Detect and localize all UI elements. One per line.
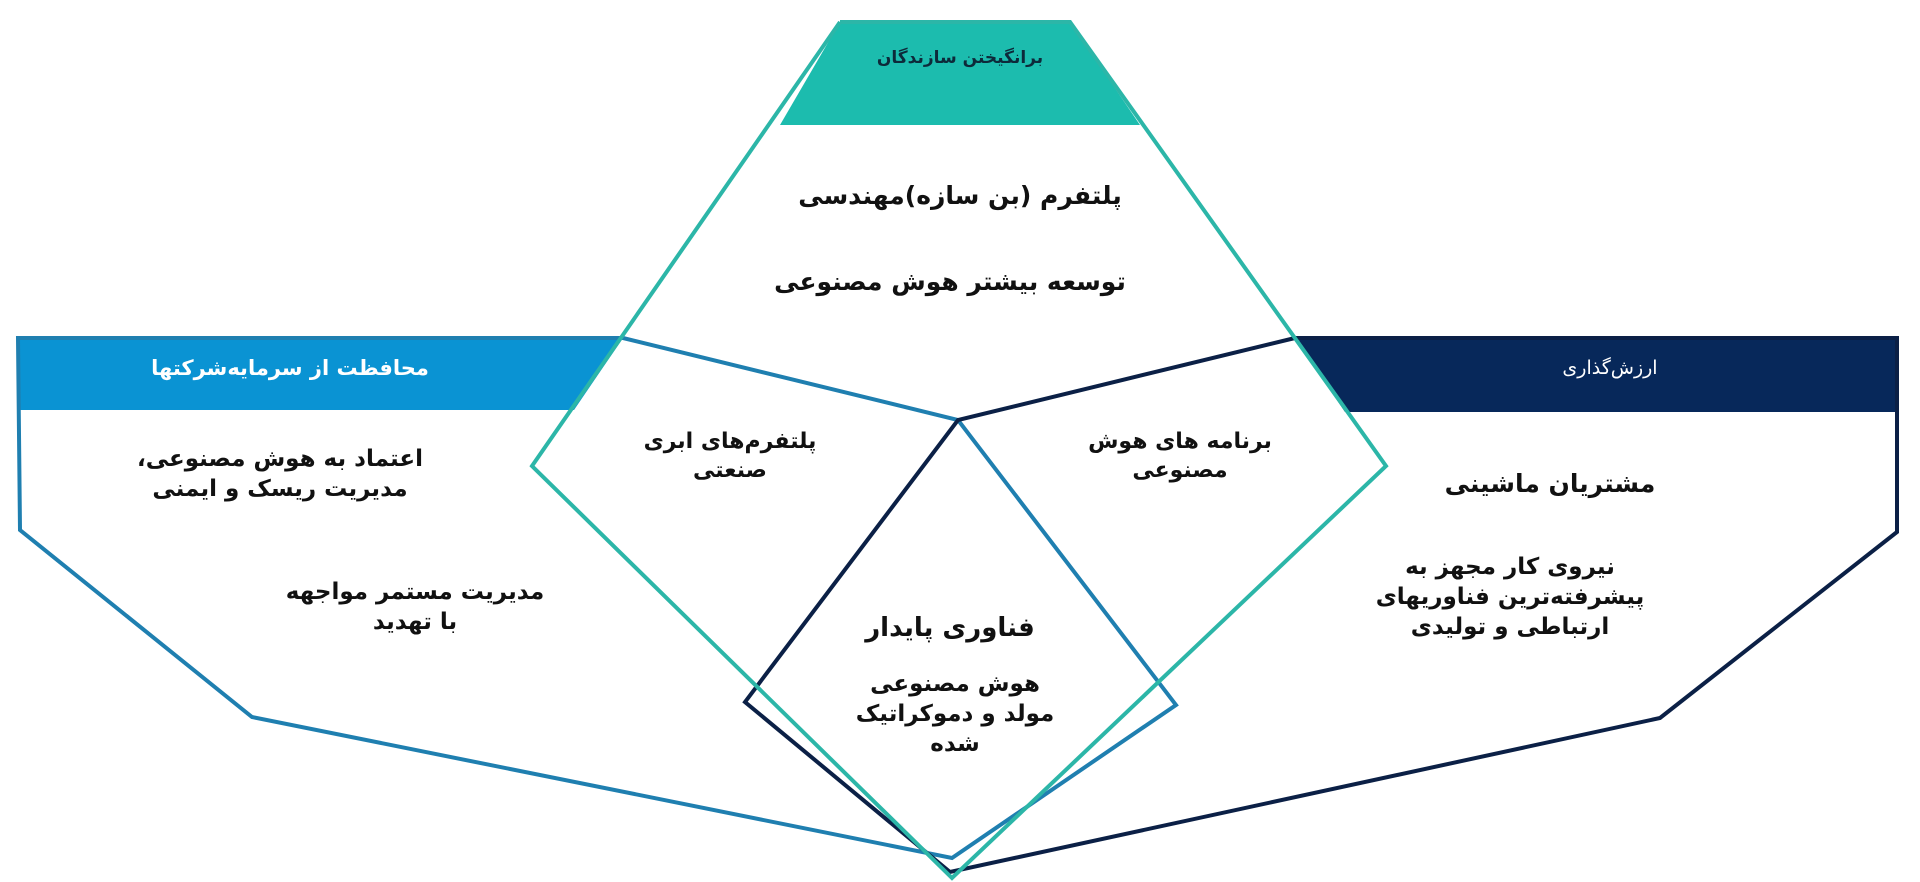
center-title-sustainable-technology: فناوری پایدار [865,613,1035,643]
overlap-industry-cloud-platforms: پلتفرم‌های ابری صنعتی [643,429,817,483]
top-shape-header [780,22,1140,125]
right-shape-outline [742,336,1899,875]
right-header-label: ارزش‌گذاری [1562,357,1658,379]
top-shape-outline [529,20,1389,881]
left-item-threat-exposure: مدیریت مستمر مواجهه با تهدید [285,579,545,635]
overlap-applied-ai: برنامه های هوش مصنوعی [1088,429,1272,483]
center-subtitle-generative-ai: هوش مصنوعی مولد و دموکراتیک شده [855,671,1055,757]
right-item-connected-workforce: نیروی کار مجهز به پیشرفته‌ترین فناوریهای… [1375,554,1645,640]
left-shape-outline [15,336,1179,861]
left-header-label: محافظت از سرمایه‌شرکتها [151,356,429,380]
right-shape-header [1295,338,1897,412]
left-shape-header [18,338,623,410]
top-item-engineering-platform: پلتفرم (بن سازه)مهندسی [798,181,1122,210]
top-item-ai-augmented-development: توسعه بیشتر هوش مصنوعی [774,267,1126,296]
right-item-machine-customers: مشتریان ماشینی [1444,469,1656,498]
left-item-ai-trust-risk: اعتماد به هوش مصنوعی، مدیریت ریسک و ایمن… [137,446,423,502]
top-header-label: برانگیختن سازندگان [876,48,1044,68]
